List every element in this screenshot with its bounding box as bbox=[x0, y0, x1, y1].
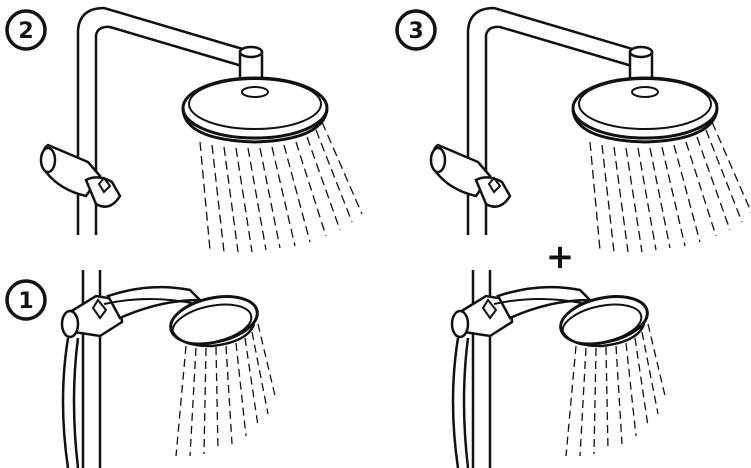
overhead-shower-icon-combined bbox=[429, 6, 751, 254]
badge-rain-label: 2 bbox=[18, 19, 33, 44]
overhead-shower-icon bbox=[39, 6, 364, 254]
badge-rain: 2 bbox=[5, 9, 47, 51]
hand-shower-icon-combined bbox=[450, 268, 668, 468]
badge-hand: 1 bbox=[5, 279, 47, 321]
plus-symbol: + bbox=[546, 237, 575, 277]
badge-hand-label: 1 bbox=[18, 289, 33, 314]
badge-both-label: 3 bbox=[408, 19, 423, 44]
hand-shower-icon bbox=[60, 268, 278, 468]
badge-both: 3 bbox=[395, 9, 437, 51]
